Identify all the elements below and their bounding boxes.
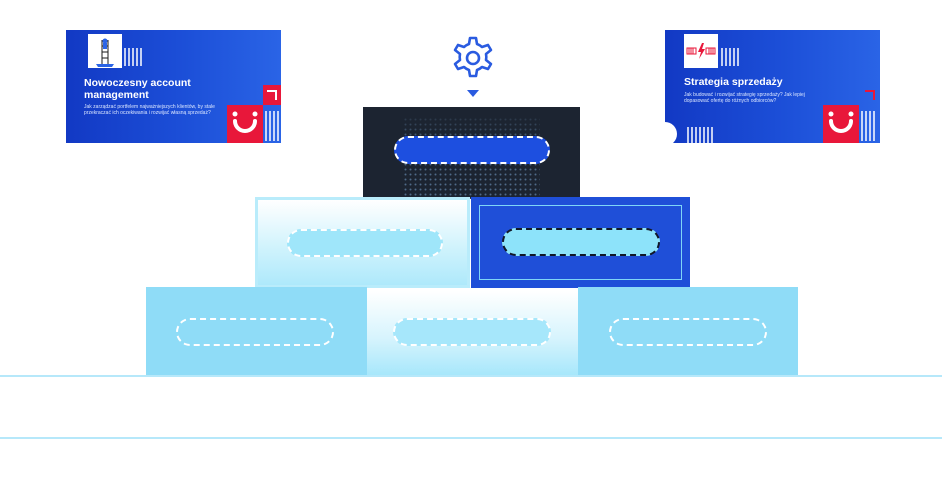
pyramid-middle-right-block — [471, 197, 690, 288]
placeholder-pill — [393, 318, 551, 346]
card-description: Jak zarządzać portfelem najważniejszych … — [84, 104, 215, 116]
placeholder-pill — [502, 228, 660, 256]
smile-logo-icon — [227, 105, 263, 143]
pyramid-middle-left-block — [255, 197, 470, 288]
magnet-illustration-icon — [684, 34, 718, 68]
pyramid-top-block — [363, 107, 580, 199]
pyramid-bottom-left-block — [146, 287, 367, 376]
pyramid-bottom-right-block — [578, 287, 798, 376]
decorative-bars-right — [861, 111, 875, 141]
placeholder-pill — [609, 318, 767, 346]
card-description: Jak budować i rozwijać strategię sprzeda… — [684, 92, 805, 104]
baseline-bottom — [0, 437, 942, 439]
decorative-bars — [721, 48, 739, 66]
decorative-bars-right — [265, 111, 279, 141]
placeholder-pill — [287, 229, 443, 257]
decorative-bars — [124, 48, 142, 66]
gear-icon — [449, 34, 497, 82]
inner-frame — [479, 205, 682, 280]
corner-mark-icon — [865, 90, 875, 100]
white-circle-decoration — [665, 122, 677, 143]
pyramid-bottom-center-block — [367, 291, 578, 376]
decorative-bars-bottom — [687, 127, 713, 143]
smile-logo-icon — [823, 105, 859, 143]
placeholder-pill — [394, 136, 550, 164]
card-title: Strategia sprzedaży — [684, 76, 783, 88]
baseline-top — [0, 375, 942, 377]
course-card-account-management[interactable]: Nowoczesny account management Jak zarząd… — [66, 30, 281, 143]
corner-mark-icon — [267, 90, 277, 100]
placeholder-pill — [176, 318, 334, 346]
course-card-sales-strategy[interactable]: Strategia sprzedaży Jak budować i rozwij… — [665, 30, 880, 143]
triangle-down-icon — [467, 85, 479, 97]
card-title: Nowoczesny account management — [84, 77, 191, 101]
ladder-illustration-icon — [88, 34, 122, 68]
